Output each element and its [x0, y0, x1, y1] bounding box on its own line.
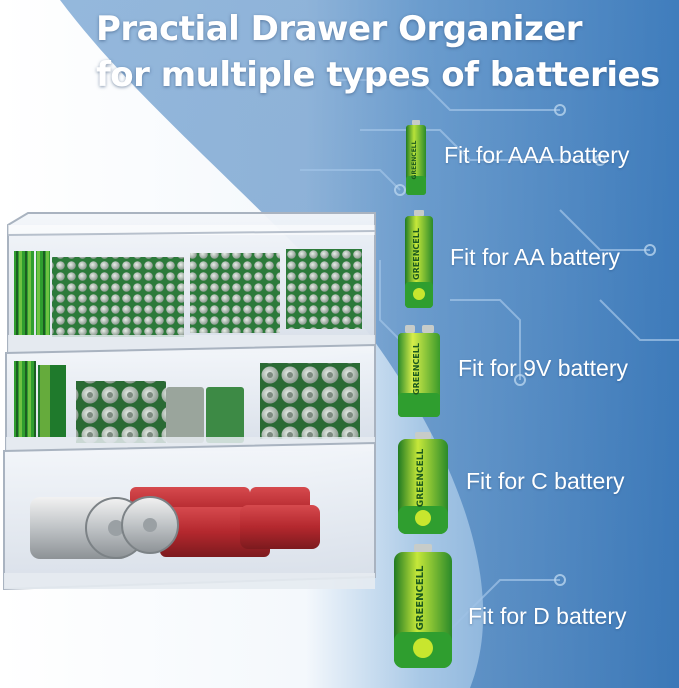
- aaa-battery-brand: GREENCELL: [411, 140, 418, 179]
- 9v-battery-icon: GREENCELL: [398, 325, 440, 417]
- aa-battery-brand: GREENCELL: [412, 228, 421, 280]
- c-battery-icon: GREENCELL: [398, 432, 448, 534]
- label-d-battery: Fit for D battery: [468, 603, 627, 629]
- label-aaa-battery: Fit for AAA battery: [444, 142, 630, 168]
- drawer-top: [7, 212, 376, 355]
- label-9v-battery: Fit for 9V battery: [458, 355, 629, 381]
- aa-battery-icon: GREENCELL: [405, 210, 433, 308]
- d-battery-icon: GREENCELL: [394, 544, 452, 668]
- drawer-middle: [5, 343, 376, 453]
- headline: Practial Drawer Organizer for multiple t…: [96, 6, 660, 98]
- aaa-battery-icon: GREENCELL: [406, 120, 426, 195]
- drawer-organizer-illustration: [3, 212, 376, 591]
- 9v-battery-brand: GREENCELL: [412, 343, 421, 395]
- c-battery-brand: GREENCELL: [416, 449, 426, 508]
- drawer-bottom: [3, 441, 376, 591]
- label-c-battery: Fit for C battery: [466, 468, 625, 494]
- headline-line-1: Practial Drawer Organizer: [96, 9, 583, 49]
- d-battery-brand: GREENCELL: [415, 565, 426, 630]
- headline-line-2: for multiple types of batteries: [96, 55, 660, 95]
- label-aa-battery: Fit for AA battery: [450, 244, 621, 270]
